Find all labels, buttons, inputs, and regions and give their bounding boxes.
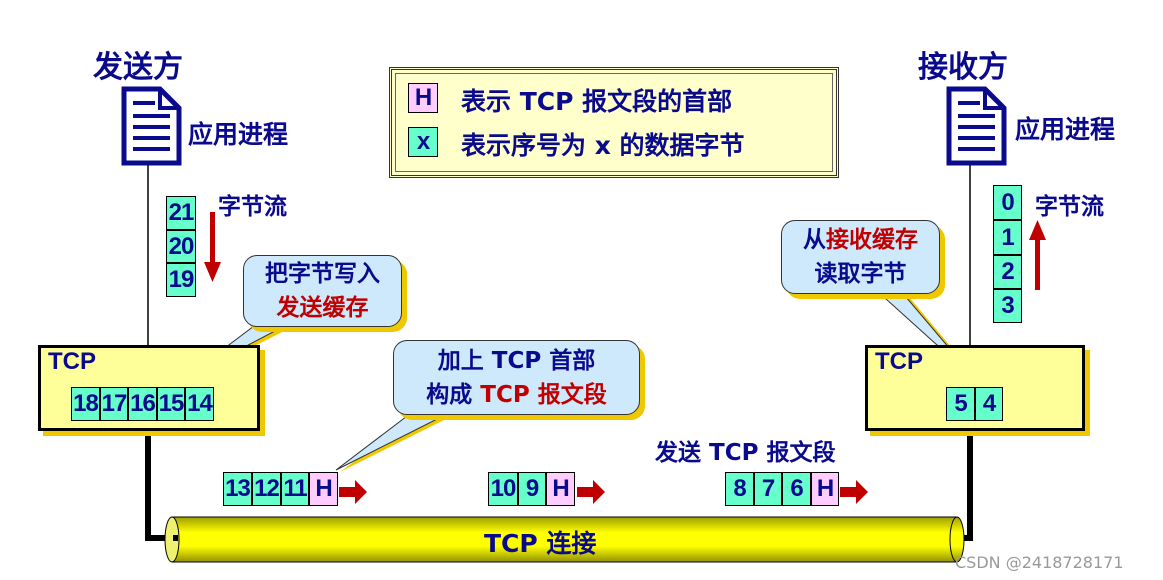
byte-cell: 20 <box>166 230 196 263</box>
byte-cell: 11 <box>281 472 309 506</box>
byte-cell: 19 <box>166 263 196 297</box>
byte-cell: 15 <box>157 387 185 421</box>
byte-cell: 13 <box>223 472 252 506</box>
byte-cell: 21 <box>166 196 196 230</box>
send-segment-label: 发送 TCP 报文段 <box>655 440 836 466</box>
byte-cell: 17 <box>100 387 128 421</box>
byte-cell: 12 <box>252 472 281 506</box>
sender-tcp-buffer: TCP 18 17 16 15 14 <box>38 345 260 431</box>
byte-cell: 3 <box>993 289 1022 323</box>
callout-line: 把字节写入 <box>265 261 380 287</box>
byte-cell: 1 <box>993 220 1022 255</box>
legend-header-text: 表示 TCP 报文段的首部 <box>461 87 733 116</box>
callout-line: 读取字节 <box>814 261 907 287</box>
legend: H 表示 TCP 报文段的首部 x 表示序号为 x 的数据字节 <box>389 67 839 178</box>
header-cell: H <box>309 472 338 506</box>
callout-text: 从 <box>803 227 826 253</box>
receiver-app-label: 应用进程 <box>1015 115 1116 144</box>
tcp-connection-label: TCP 连接 <box>484 529 597 558</box>
callout-line: 加上 TCP 首部 <box>437 347 596 374</box>
callout-line: 发送缓存 <box>276 295 369 321</box>
byte-cell: 0 <box>993 185 1022 220</box>
byte-cell: 4 <box>975 387 1003 421</box>
segment-arrow-icon <box>577 480 605 504</box>
byte-cell: 9 <box>518 472 546 506</box>
legend-byte-text: 表示序号为 x 的数据字节 <box>461 131 745 160</box>
byte-cell: 5 <box>946 387 975 421</box>
sender-stream-label: 字节流 <box>218 194 287 220</box>
byte-cell: 18 <box>71 387 100 421</box>
tcp-connection-pipe <box>164 516 965 563</box>
byte-cell: 14 <box>185 387 214 421</box>
receiver-title: 接收方 <box>918 50 1008 85</box>
receiver-tcp-buffer: TCP 5 4 <box>865 345 1085 431</box>
down-arrow-icon <box>204 212 221 282</box>
sender-app-label: 应用进程 <box>188 120 289 149</box>
up-arrow-icon <box>1029 220 1046 290</box>
sender-document-icon <box>121 86 182 166</box>
watermark: CSDN @2418728171 <box>955 553 1124 572</box>
byte-cell: 6 <box>782 472 811 506</box>
sender-tcp-label: TCP <box>48 348 96 375</box>
callout-text: TCP 报文段 <box>480 381 607 408</box>
byte-cell: 16 <box>128 387 157 421</box>
sender-title: 发送方 <box>93 50 183 85</box>
callout-write-buffer: 把字节写入 发送缓存 <box>243 255 402 327</box>
receiver-tcp-label: TCP <box>875 348 923 375</box>
segment-arrow-icon <box>339 480 367 504</box>
segment-arrow-icon <box>840 480 868 504</box>
callout-build-segment: 加上 TCP 首部 构成 TCP 报文段 <box>393 340 640 415</box>
callout-text: 接收缓存 <box>826 227 918 253</box>
stream-arrows <box>204 212 1046 504</box>
byte-cell: 2 <box>993 255 1022 289</box>
receiver-stream-label: 字节流 <box>1035 194 1104 220</box>
legend-byte-symbol: x <box>408 127 438 157</box>
byte-cell: 8 <box>725 472 754 506</box>
callout-text: 构成 <box>426 381 481 408</box>
receiver-document-icon <box>946 86 1007 166</box>
legend-header-symbol: H <box>408 83 438 113</box>
header-cell: H <box>546 472 575 506</box>
header-cell: H <box>811 472 839 506</box>
byte-cell: 10 <box>488 472 518 506</box>
callout-read-buffer: 从接收缓存 读取字节 <box>781 220 940 294</box>
byte-cell: 7 <box>754 472 782 506</box>
